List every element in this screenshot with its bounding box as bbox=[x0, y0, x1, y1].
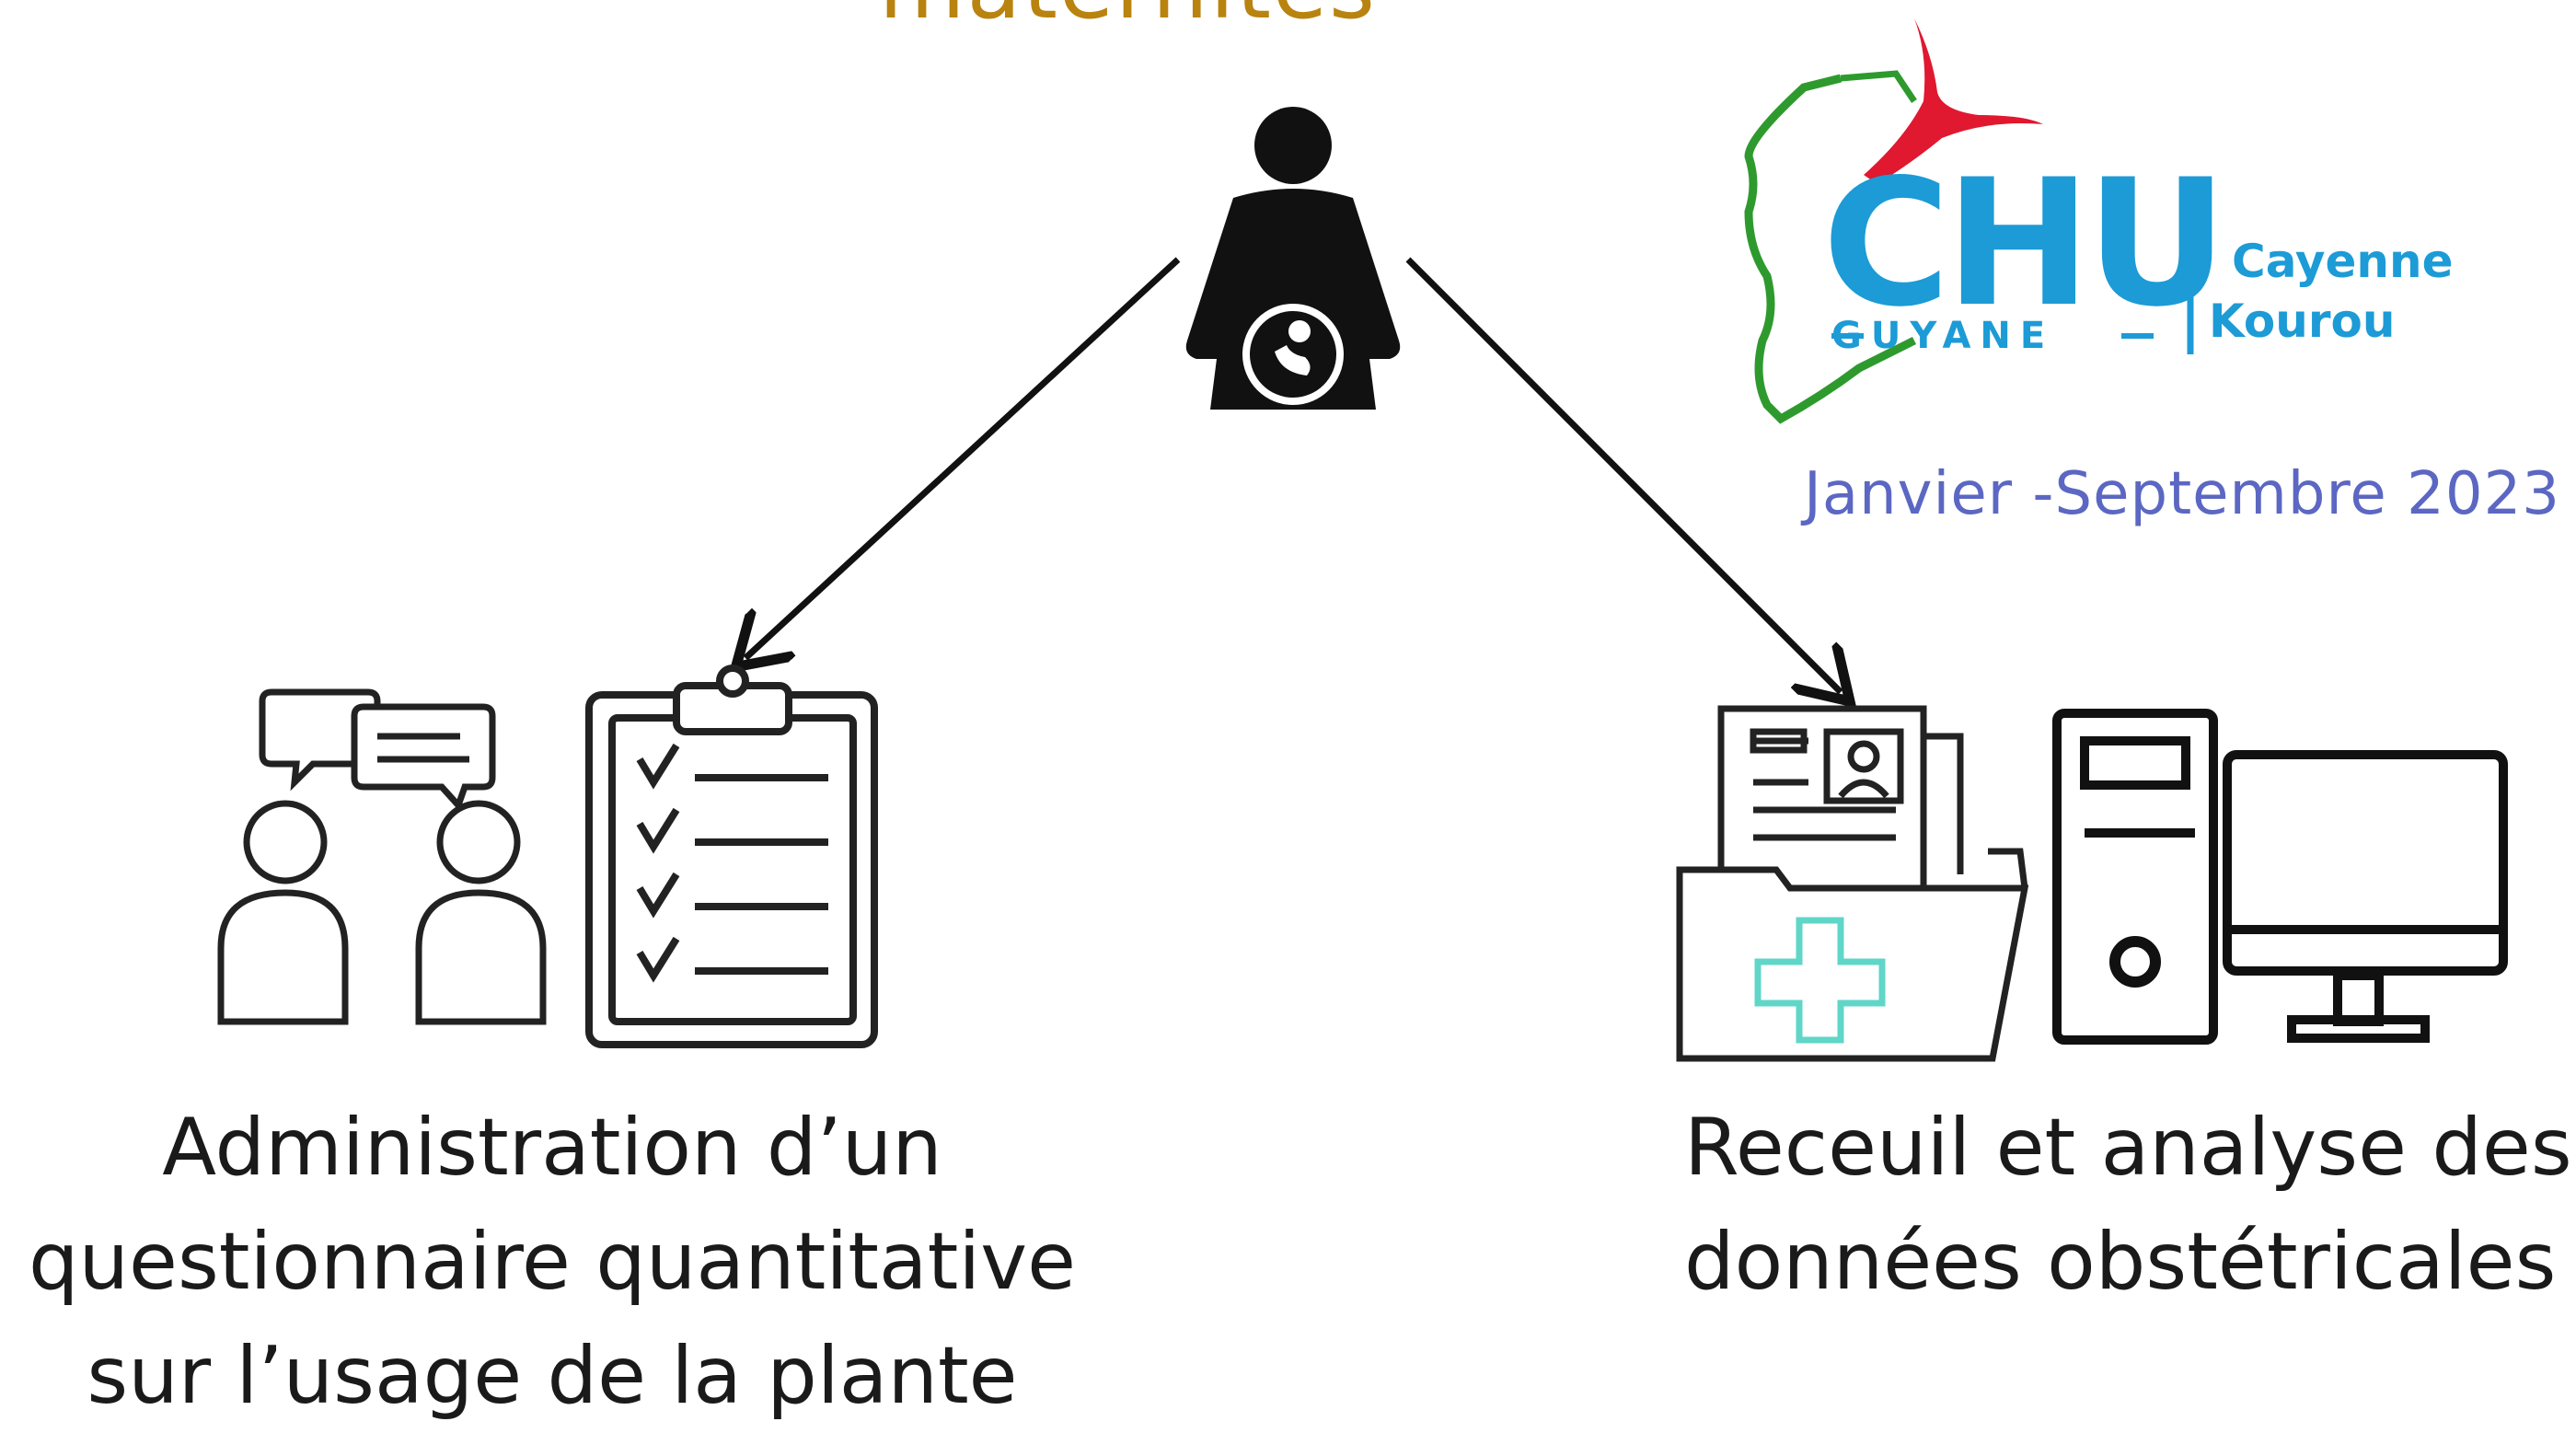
arrow-left bbox=[745, 257, 1181, 658]
arrow-right bbox=[1405, 257, 1841, 692]
diagram-title: maternités bbox=[879, 0, 1377, 39]
title-text: maternités bbox=[879, 0, 1377, 39]
left-caption-line-2: questionnaire quantitative bbox=[28, 1216, 1077, 1308]
right-caption: Receuil et analyse des données obstétric… bbox=[1684, 1091, 2576, 1319]
logo-cayenne-text: Cayenne bbox=[2232, 235, 2454, 288]
logo-kourou-text: Kourou bbox=[2209, 295, 2396, 348]
study-period: Janvier -Septembre 2023 bbox=[1804, 460, 2560, 528]
desktop-computer-icon bbox=[2052, 709, 2508, 1045]
logo-guyane-text: GUYANE bbox=[1831, 315, 2055, 357]
two-people-talking-icon bbox=[217, 688, 547, 1025]
medical-record-folder-icon bbox=[1676, 705, 2029, 1062]
chu-guyane-logo: CHU GUYANE Cayenne Kourou bbox=[1730, 0, 2559, 442]
left-caption: Administration d’un questionnaire quanti… bbox=[18, 1091, 1086, 1433]
left-caption-line-3: sur l’usage de la plante bbox=[87, 1330, 1018, 1422]
right-caption-line-2: données obstétricales bbox=[1684, 1216, 2557, 1308]
right-caption-line-1: Receuil et analyse des bbox=[1684, 1102, 2572, 1194]
pregnant-woman-icon bbox=[1185, 107, 1401, 410]
checklist-clipboard-icon bbox=[585, 664, 878, 1048]
chu-guyane-logo-graphics bbox=[1744, 18, 2194, 424]
logo-chu-text: CHU bbox=[1822, 142, 2228, 345]
left-caption-line-1: Administration d’un bbox=[162, 1102, 942, 1194]
